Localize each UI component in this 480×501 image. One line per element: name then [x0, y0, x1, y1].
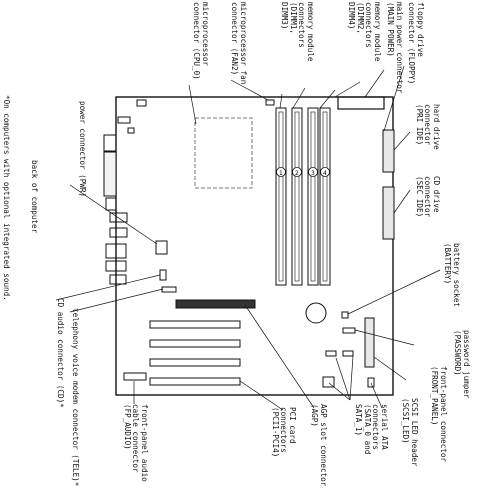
scsi-led-header	[367, 377, 375, 388]
dimm-label-4: 4	[323, 170, 327, 177]
pci-slot-1	[149, 320, 241, 329]
battery-socket	[305, 302, 327, 324]
label-password: password jumper (PASSWORD)	[453, 330, 471, 399]
sata-0	[325, 350, 337, 357]
io-port-4	[109, 212, 128, 223]
io-port-10	[127, 127, 135, 134]
label-memory-dimm1-3: memory module connectors (DIMM1, DIMM3)	[280, 2, 315, 62]
fp-audio-header	[123, 372, 147, 381]
footnote: *On computers with optional integrated s…	[2, 95, 11, 301]
board-outline	[115, 96, 394, 396]
label-fan: microprocessor fan connector (FAN2)	[230, 2, 248, 85]
dimm-label-1: 1	[279, 170, 283, 177]
dimm-numbers: 1 2 3 4	[276, 167, 330, 177]
sata-bracket	[322, 376, 335, 388]
label-scsi: SCSI LED header (SCSI_LED)	[401, 398, 419, 467]
password-jumper	[342, 327, 356, 334]
sec-ide-connector	[382, 186, 395, 240]
dimm-label-3: 3	[311, 170, 315, 177]
cpu-socket	[194, 117, 253, 189]
io-port-9	[117, 116, 131, 124]
battery-holder	[341, 311, 349, 319]
pci-slot-3	[149, 358, 241, 367]
label-hdd: hard drive connector (PRI IDE)	[414, 104, 441, 150]
cd-audio-header	[159, 269, 167, 281]
main-power-connector	[337, 96, 385, 110]
io-port-3	[105, 197, 117, 211]
fan-header	[136, 99, 147, 107]
tele-header	[161, 286, 177, 293]
label-cpu: microprocessor connector (CPU_0)	[192, 2, 210, 80]
label-sata: serial ATA connectors (SATA_0 and SATA_1…	[354, 404, 389, 455]
label-pwr: power connector (PWR)	[78, 101, 87, 198]
pci-slot-2	[149, 339, 241, 348]
leader-lines	[55, 65, 441, 411]
label-tele: telephony voice modem connector (TELE)*	[71, 308, 80, 487]
label-cd: CD drive connector (SEC IDE)	[414, 176, 441, 218]
sata-1	[342, 350, 354, 357]
label-battery: battery socket (BATTERY)	[443, 243, 461, 308]
label-fp-audio: front-panel audio cable connector (FP_AU…	[122, 404, 149, 482]
io-port-6	[105, 243, 127, 259]
dimm-slot-1	[275, 107, 287, 286]
io-port-7	[105, 260, 127, 272]
dimm-slot-2	[291, 107, 303, 286]
agp-slot	[175, 299, 256, 309]
label-back-of-computer: back of computer	[30, 160, 39, 234]
label-agp: AGP slot connector (AGP)	[310, 404, 328, 487]
dimm-slot-3	[307, 107, 319, 286]
fan2-header	[265, 99, 275, 106]
io-port-5	[109, 227, 128, 238]
label-cd-audio: CD audio connector (CD)*	[56, 298, 65, 408]
front-panel-connector	[364, 317, 375, 368]
pci-slot-4	[149, 377, 241, 386]
pwr-connector	[155, 240, 168, 255]
label-front-panel: front-panel connector (FRONT_PANEL)	[430, 366, 448, 463]
pri-ide-connector	[382, 129, 395, 173]
dimm-slot-4	[319, 107, 331, 286]
io-port-2	[103, 151, 117, 197]
io-port-8	[109, 274, 127, 285]
label-main-power: main power connector (MAIN POWER)	[386, 2, 404, 94]
dimm-label-2: 2	[295, 170, 299, 177]
io-port-1	[103, 134, 117, 152]
label-floppy: floppy drive connector (FLOPPY)	[407, 2, 425, 85]
label-pci: PCI card connectors (PCI1-PCI4)	[270, 407, 297, 458]
label-memory-dimm2-4: memory module connectors (DIMM2, DIMM4)	[347, 2, 382, 62]
dimm-slots	[275, 107, 331, 286]
